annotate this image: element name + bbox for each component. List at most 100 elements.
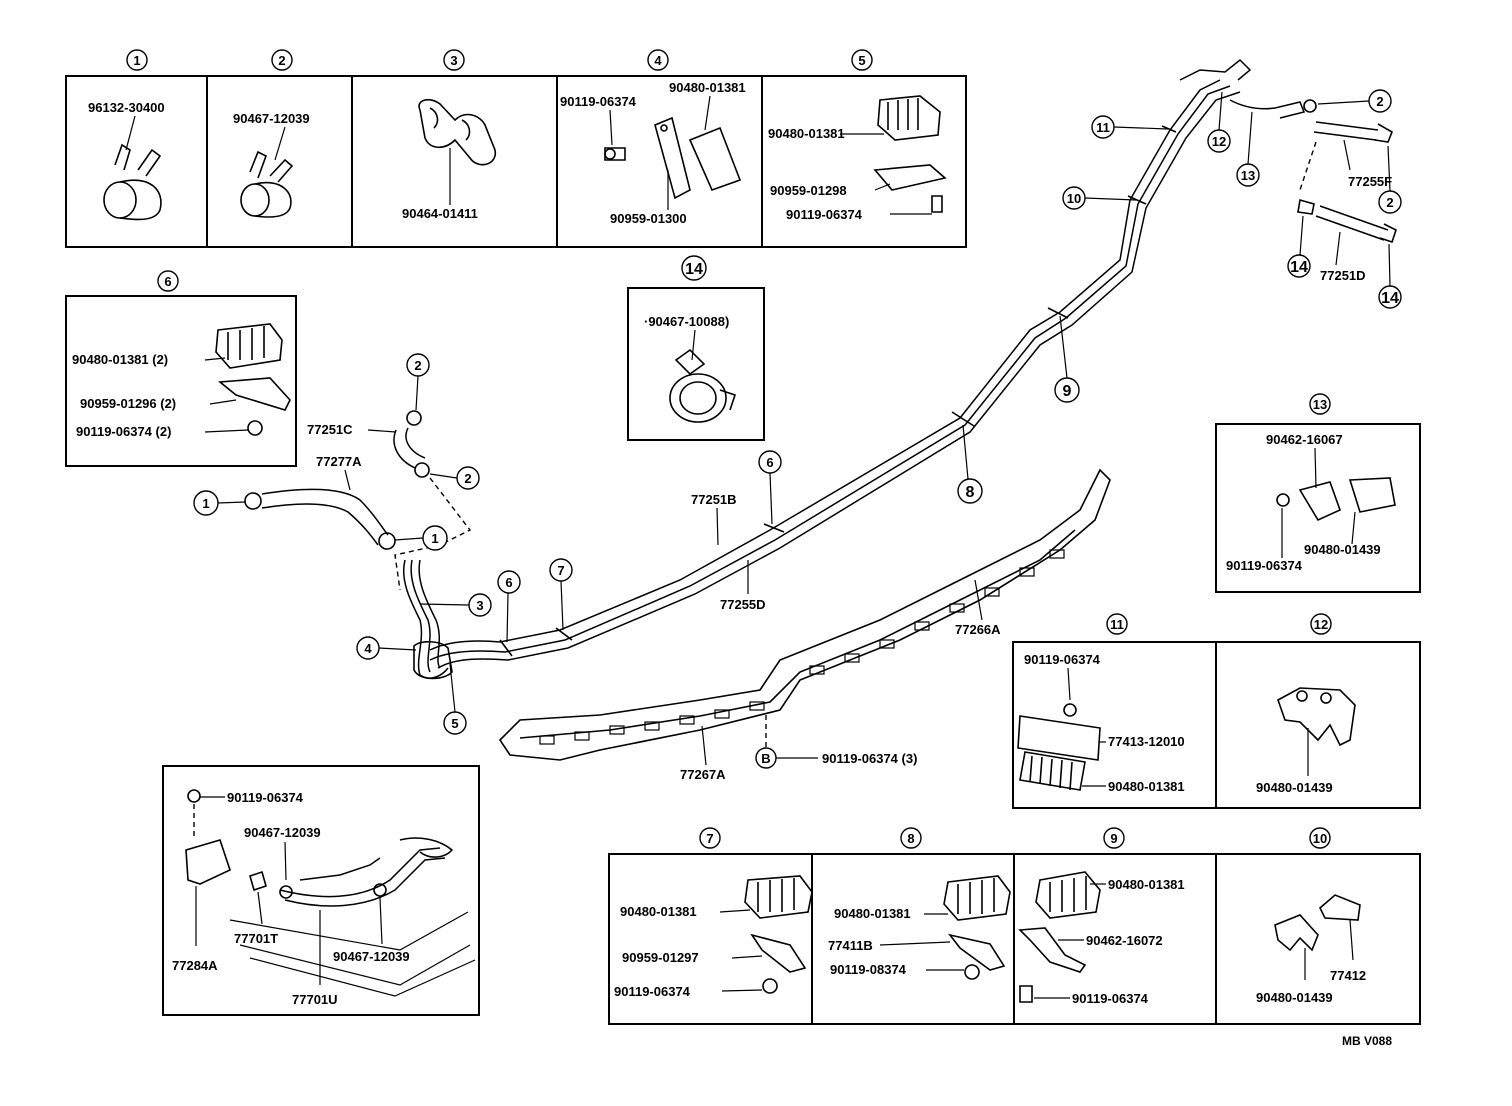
part-90480-01381: 90480-01381 [669,80,746,95]
inset-box: 90119-06374 77284A 90467-12039 77701T 90… [162,765,480,1016]
protector-tooth [1049,549,1065,559]
callout-2: 2 [1376,94,1383,109]
callout-12: 12 [1212,134,1226,149]
callout-9: 9 [1063,383,1072,400]
callout-8: 8 [907,831,914,846]
upper-right-hoses: 2 77255F 2 14 77251D 14 [1287,89,1402,309]
protector-tooth [574,731,590,741]
part-96132-30400: 96132-30400 [88,100,165,115]
box-7: 7 90480-01381 90959-01297 90119-06374 [614,827,813,999]
callout-6: 6 [505,575,512,590]
protector-tooth [749,701,765,711]
callout-10: 10 [1067,191,1081,206]
callout-1: 1 [202,496,209,511]
top-row-boxes [65,75,967,248]
part-90467-12039: 90467-12039 [233,111,310,126]
part-90467-12039: 90467-12039 [244,825,321,840]
part-90119-06374: 90119-06374 [1072,991,1149,1006]
part-90480-01381: 90480-01381 [1108,779,1185,794]
box-14: 14 ·90467-10088) [627,255,765,441]
part-90959-01298: 90959-01298 [770,183,847,198]
part-77255d: 77255D [720,597,766,612]
part-90119-06374: 90119-06374 [1226,558,1303,573]
callout-4: 4 [364,641,372,656]
part-77411b: 77411B [828,938,873,953]
callout-11: 11 [1110,617,1124,632]
callout-14: 14 [1381,290,1399,307]
callout-13: 13 [1241,168,1255,183]
protector-tooth [714,709,730,719]
part-90480-01439: 90480-01439 [1256,990,1333,1005]
part-90480-01439: 90480-01439 [1256,780,1333,795]
part-77266a: 77266A [955,622,1001,637]
callout-2: 2 [1386,195,1393,210]
protector-teeth [539,549,1065,745]
callout-3: 3 [476,598,483,613]
hose-clamp-icon [669,348,737,423]
protector-tooth [644,721,660,731]
box-11-12: 11 12 90119-06374 77413-12010 90480-0138… [1012,613,1421,809]
part-77251d: 77251D [1320,268,1366,283]
callout-9: 9 [1110,831,1117,846]
part-77277a: 77277A [316,454,362,469]
part-90462-16067: 90462-16067 [1266,432,1343,447]
cushion-icon [877,95,941,141]
part-90480-01381: 90480-01381 [1108,877,1185,892]
part-90467-10088: ·90467-10088) [644,314,729,329]
cushion-icon [1035,871,1101,919]
part-90119-06374-3: 90119-06374 (3) [822,751,917,766]
box-3: 3 90464-01411 [402,49,496,221]
part-90119-06374: 90119-06374 [227,790,304,805]
box-1: 1 96132-30400 [88,49,165,221]
callout-7: 7 [557,563,564,578]
callout-b: B [761,751,770,766]
protector-tooth [609,725,625,735]
part-77251c: 77251C [307,422,353,437]
part-90119-06374: 90119-06374 [1024,652,1101,667]
box-10: 10 90480-01439 77412 [1256,827,1366,1005]
part-77413-12010: 77413-12010 [1108,734,1185,749]
part-90480-01381: 90480-01381 [620,904,697,919]
protector-tooth [809,665,825,675]
box-8: 8 90480-01381 77411B 90119-08374 [828,827,1011,980]
callout-2: 2 [414,358,421,373]
part-90119-08374: 90119-08374 [830,962,907,977]
protector-tooth [984,587,1000,597]
protector-tooth [844,653,860,663]
part-77251b: 77251B [691,492,737,507]
box-9: 9 90480-01381 90462-16072 90119-06374 [1018,827,1185,1006]
part-90959-01300: 90959-01300 [610,211,687,226]
part-90464-01411: 90464-01411 [402,206,478,221]
callout-3: 3 [450,53,457,68]
protector-tooth [539,735,555,745]
part-90480-01381: 90480-01381 [768,126,845,141]
protector-tooth [1019,567,1035,577]
part-90959-01297: 90959-01297 [622,950,699,965]
part-90119-06374: 90119-06374 [614,984,691,999]
bracket-icon [604,116,742,200]
hose-clamp-icon [240,150,294,218]
part-77284a: 77284A [172,958,218,973]
cushion-icon [1277,687,1356,747]
box-6: 6 90480-01381 (2) 90959-01296 (2) 90119-… [65,270,297,467]
callout-6: 6 [766,455,773,470]
part-77701t: 77701T [234,931,278,946]
protector-tooth [914,621,930,631]
main-assembly [244,58,1306,761]
callout-4: 4 [654,53,662,68]
callout-8: 8 [966,484,975,501]
callout-7: 7 [706,831,713,846]
box-4: 4 90480-01381 90119-06374 90959-01300 [560,49,746,226]
part-90480-01381-2: 90480-01381 (2) [72,352,168,367]
main-callouts: 2 77251C 2 77277A 1 1 3 4 5 6 7 77251B 7 [193,91,1260,782]
callout-14: 14 [1290,259,1308,276]
protector-tooth [949,603,965,613]
pipe-clamp-icon [418,98,496,166]
part-77701u: 77701U [292,992,338,1007]
cushion-icon [744,875,813,919]
part-90119-06374-2: 90119-06374 (2) [76,424,171,439]
part-90467-12039: 90467-12039 [333,949,410,964]
bottom-row-boxes [608,853,1421,1025]
protector-tooth [679,715,695,725]
